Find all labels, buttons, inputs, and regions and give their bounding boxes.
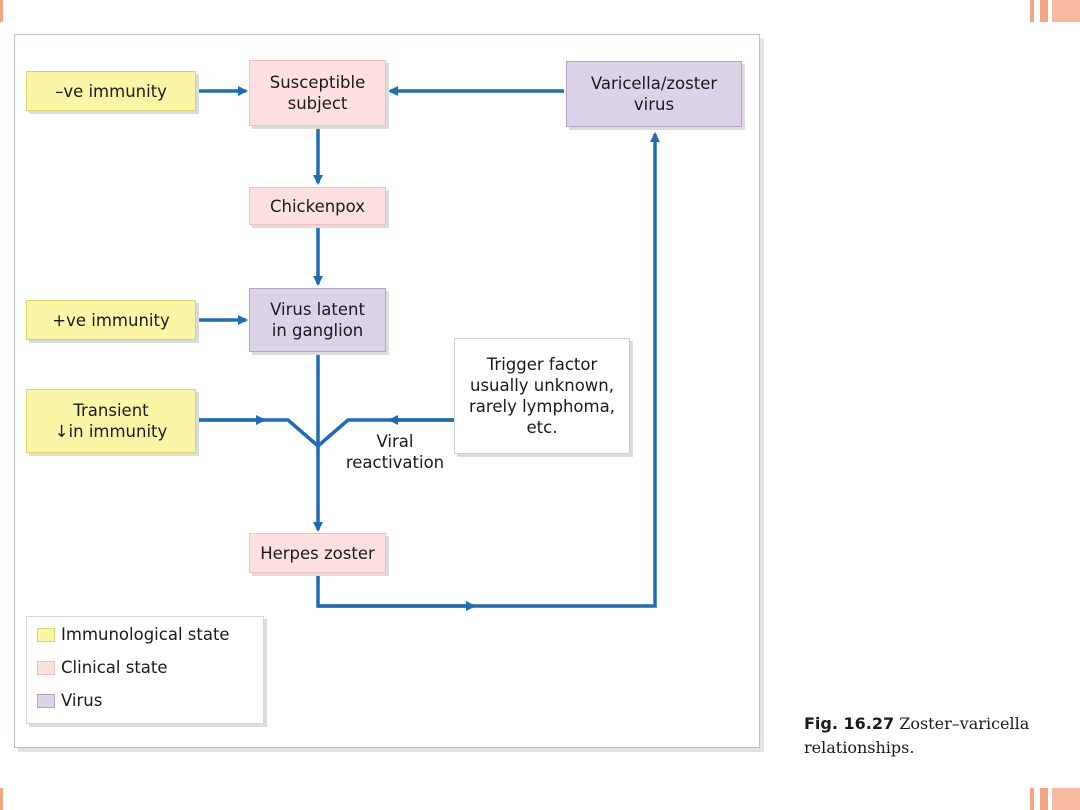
latent-label-line2: in ganglion: [271, 321, 364, 340]
caption-text-line2: relationships.: [804, 738, 915, 757]
legend-item-clinical: Clinical state: [37, 658, 168, 677]
neg-immunity-box: –ve immunity: [26, 71, 196, 111]
pos-immunity-label: +ve immunity: [52, 310, 170, 330]
legend-label-virus: Virus: [61, 691, 103, 710]
transient-immunity-box: Transient ↓in immunity: [26, 389, 196, 453]
legend-label-immunological: Immunological state: [61, 625, 230, 644]
legend-item-virus: Virus: [37, 691, 102, 710]
caption-text-line1: Zoster–varicella: [899, 714, 1030, 733]
legend-swatch-virus: [37, 693, 55, 708]
arrow-transient-to-junction: [197, 418, 320, 448]
corner-decoration-bottom-right: [1030, 788, 1080, 810]
chickenpox-box: Chickenpox: [249, 187, 386, 225]
susceptible-label-line1: Susceptible: [269, 73, 366, 92]
chickenpox-label: Chickenpox: [269, 196, 366, 216]
legend-swatch-immunological: [37, 627, 55, 642]
herpes-zoster-box: Herpes zoster: [249, 533, 386, 573]
pos-immunity-box: +ve immunity: [26, 300, 196, 340]
caption-fig-label: Fig. 16.27: [804, 714, 895, 733]
trigger-label-line1: Trigger factor: [486, 355, 598, 374]
trigger-factor-box: Trigger factor usually unknown, rarely l…: [454, 338, 630, 454]
trigger-label-line4: etc.: [526, 418, 558, 437]
transient-label-line1: Transient: [73, 401, 149, 420]
caption-line1: Fig. 16.27 Zoster–varicella: [804, 712, 1074, 736]
arrow-herpes-to-varicella-path: [316, 132, 660, 608]
viral-reactivation-label: Viral reactivation: [330, 431, 460, 473]
varicella-label-line2: virus: [633, 95, 675, 114]
corner-decoration-top-left: [0, 0, 3, 22]
legend-label-clinical: Clinical state: [61, 658, 168, 677]
latent-label-line1: Virus latent: [270, 300, 365, 319]
figure-caption: Fig. 16.27 Zoster–varicella relationship…: [804, 712, 1074, 760]
corner-decoration-bottom-left: [0, 788, 3, 810]
herpes-zoster-label: Herpes zoster: [260, 543, 375, 563]
corner-decoration-top-right: [1030, 0, 1080, 22]
susceptible-label-line2: subject: [287, 94, 348, 113]
trigger-label-line2: usually unknown,: [469, 376, 615, 395]
virus-latent-box: Virus latent in ganglion: [249, 288, 386, 352]
neg-immunity-label: –ve immunity: [55, 81, 167, 101]
transient-label-line2: ↓in immunity: [54, 422, 168, 441]
legend-swatch-clinical: [37, 660, 55, 675]
legend-item-immunological: Immunological state: [37, 625, 230, 644]
trigger-label-line3: rarely lymphoma,: [469, 397, 615, 416]
varicella-zoster-virus-box: Varicella/zoster virus: [566, 61, 742, 127]
susceptible-subject-box: Susceptible subject: [249, 60, 386, 126]
viral-reactivation-line2: reactivation: [345, 453, 445, 472]
viral-reactivation-line1: Viral: [376, 432, 414, 451]
legend: Immunological state Clinical state Virus: [26, 616, 264, 724]
varicella-label-line1: Varicella/zoster: [590, 74, 718, 93]
